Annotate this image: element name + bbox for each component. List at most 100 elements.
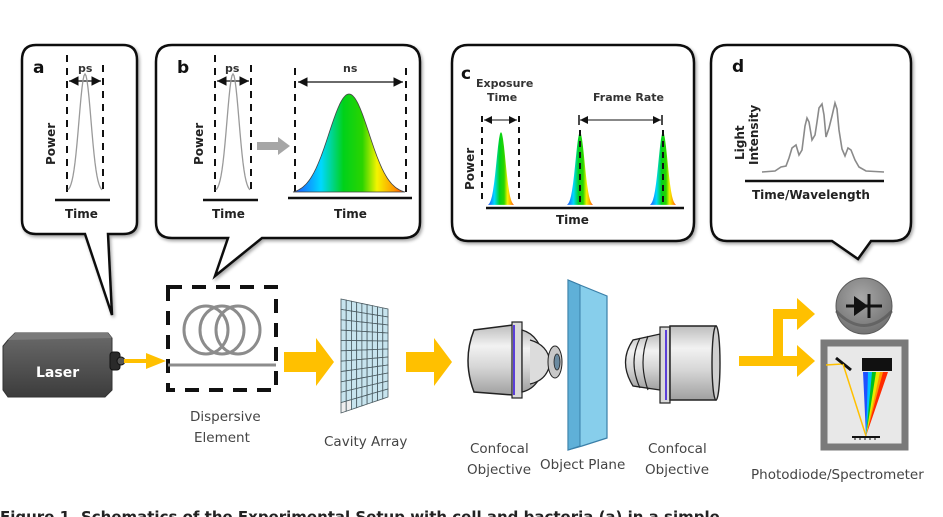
cavity-cell: [382, 340, 389, 350]
cavity-cell: [366, 375, 373, 387]
laser-label: Laser: [36, 365, 79, 381]
cavity-cell: [340, 350, 347, 362]
cavity-cell: [340, 360, 347, 373]
cavity-cell: [345, 309, 352, 322]
cavity-cell: [351, 320, 358, 332]
cavity-cell: [366, 349, 373, 360]
cavity-cell: [361, 340, 368, 351]
panel-a-xlabel: Time: [65, 207, 98, 221]
panel-a-callout: [20, 43, 139, 316]
dispersive-element-label-line1: Dispersive: [190, 409, 261, 425]
dispersive-element-label-line2: Element: [194, 430, 250, 446]
objective-1-label-line1: Confocal: [470, 441, 529, 457]
panel-d-letter: d: [732, 57, 744, 77]
panel-c-exposure-label-line1: Exposure: [476, 77, 533, 90]
cavity-cell: [351, 300, 358, 313]
cavity-cell: [356, 358, 363, 370]
cavity-cell: [340, 400, 347, 414]
cavity-cell: [377, 323, 384, 334]
cavity-cell: [377, 340, 384, 350]
cavity-cell: [340, 380, 347, 393]
cavity-cell: [340, 340, 347, 352]
cavity-cell: [382, 332, 389, 342]
cavity-cell: [366, 304, 373, 315]
cavity-cell: [371, 322, 378, 333]
cavity-cell: [377, 348, 384, 359]
cavity-cell: [351, 349, 358, 361]
cavity-cell: [340, 319, 347, 331]
cavity-cell: [345, 349, 352, 362]
cavity-cell: [366, 357, 373, 369]
cavity-array-label: Cavity Array: [324, 434, 407, 450]
cavity-cell: [382, 348, 389, 358]
cavity-cell: [340, 390, 347, 404]
confocal-objective-1: [467, 321, 563, 399]
panel-b-input-width-label: ps: [225, 62, 240, 75]
cavity-cell: [366, 313, 373, 324]
panel-a-letter: a: [33, 58, 44, 78]
cavity-cell: [361, 394, 368, 407]
cavity-cell: [377, 357, 384, 367]
cavity-cell: [351, 340, 358, 351]
cavity-cell: [366, 331, 373, 342]
cavity-cell: [356, 301, 363, 314]
cavity-array: [340, 298, 389, 414]
confocal-objective-2: [624, 325, 721, 404]
cavity-cell: [382, 323, 389, 334]
panel-b: b ps Time Power ns Time: [177, 55, 412, 221]
cavity-cell: [345, 359, 352, 372]
cavity-cell: [356, 396, 363, 409]
cavity-cell: [340, 308, 347, 321]
cavity-cell: [382, 307, 389, 318]
cavity-cell: [366, 340, 373, 351]
cavity-cell: [351, 397, 358, 411]
cavity-cell: [361, 367, 368, 379]
beam-laser-to-dispersive: [124, 353, 166, 369]
cavity-cell: [361, 358, 368, 370]
panel-d-xlabel: Time/Wavelength: [752, 188, 870, 202]
cavity-cell: [366, 322, 373, 333]
cavity-cell: [382, 315, 389, 326]
panel-c-callout: [450, 43, 696, 243]
cavity-cell: [340, 370, 347, 383]
panel-b-transform-arrow: [257, 137, 290, 155]
cavity-cell: [371, 331, 378, 342]
panel-c-xlabel: Time: [556, 213, 589, 227]
panel-d: d Time/Wavelength Light Intensity: [732, 57, 885, 202]
cavity-cell: [371, 365, 378, 377]
cavity-cell: [340, 329, 347, 341]
cavity-cell: [345, 379, 352, 392]
cavity-cell: [366, 393, 373, 405]
cavity-cell: [356, 368, 363, 380]
cavity-cell: [371, 348, 378, 359]
cavity-cell: [361, 302, 368, 315]
cavity-cell: [371, 305, 378, 316]
laser: Laser: [2, 332, 126, 398]
cavity-cell: [351, 330, 358, 342]
cavity-cell: [345, 329, 352, 341]
panel-b-letter: b: [177, 58, 189, 78]
cavity-cell: [377, 314, 384, 325]
cavity-cell: [377, 365, 384, 376]
beam-split-to-detectors: [739, 298, 815, 377]
panel-b-ylabel: Power: [192, 123, 206, 165]
figure-caption: Figure 1. Schematics of the Experimental…: [0, 508, 742, 517]
panel-b-input-xlabel: Time: [212, 207, 245, 221]
cavity-cell: [345, 369, 352, 382]
cavity-cell: [377, 389, 384, 402]
cavity-cell: [351, 359, 358, 371]
panel-d-ylabel-line2: Intensity: [747, 105, 761, 165]
panel-b-output-xlabel: Time: [334, 207, 367, 221]
cavity-cell: [351, 378, 358, 391]
cavity-cell: [382, 388, 389, 400]
photodiode: [834, 277, 894, 335]
cavity-cell: [345, 319, 352, 332]
cavity-cell: [351, 368, 358, 381]
panel-c: c Exposure Time Frame Rate Time Power: [461, 64, 684, 227]
cavity-cell: [356, 330, 363, 342]
panel-d-callout: [709, 43, 913, 261]
panel-b-input-pulse-curve: [215, 72, 251, 191]
cavity-cell: [345, 299, 352, 312]
cavity-cell: [371, 313, 378, 325]
